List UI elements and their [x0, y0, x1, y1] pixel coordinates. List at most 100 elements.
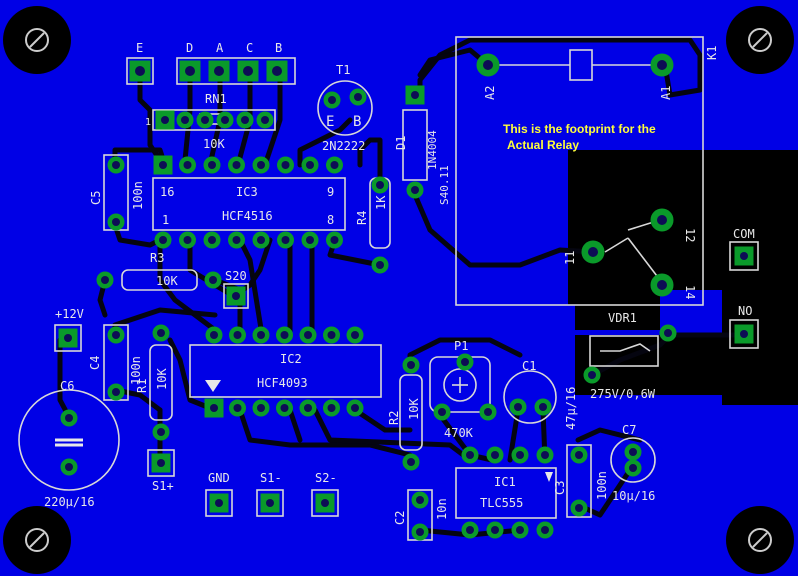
ic3-pin-top[interactable] [153, 155, 173, 175]
c5-pin[interactable] [107, 156, 125, 174]
ic3-pin-bottom[interactable] [277, 231, 294, 249]
p1-pin[interactable] [479, 403, 497, 421]
relay-pad-a2[interactable] [476, 53, 500, 77]
ic3-pin-bottom[interactable] [203, 231, 221, 249]
no-label: NO [738, 304, 752, 318]
p1-pin[interactable] [433, 403, 451, 421]
c5-pin[interactable] [107, 213, 125, 231]
ic2-pin-top[interactable] [205, 326, 223, 344]
no-pad[interactable] [734, 324, 754, 344]
c7-pin[interactable] [624, 443, 642, 461]
r3-pin[interactable] [204, 271, 222, 289]
c2-pin[interactable] [411, 523, 429, 541]
relay-pad-12[interactable] [650, 208, 674, 232]
ic2-pin-bottom[interactable] [252, 399, 270, 417]
ic3-pin-top[interactable] [252, 156, 270, 174]
relay-pad-14[interactable] [650, 273, 674, 297]
ic3-pin-bottom[interactable] [301, 231, 319, 249]
ic1-pin-bottom[interactable] [536, 521, 554, 539]
ic1-pin-top[interactable] [461, 446, 479, 464]
ic2-pin-bottom[interactable] [323, 399, 340, 417]
rn1-pin[interactable] [176, 111, 194, 129]
rn1-pin[interactable] [236, 111, 254, 129]
c7-pin[interactable] [624, 459, 642, 477]
ic1-pin-top[interactable] [511, 446, 529, 464]
r4-label: R4 [355, 211, 369, 225]
d1-pin[interactable] [406, 181, 424, 199]
ic2-pin-top[interactable] [229, 326, 246, 344]
c1-label: C1 [522, 359, 536, 373]
plus12v-pad[interactable] [58, 328, 78, 348]
ic1-pin-top[interactable] [486, 446, 504, 464]
s2minus-pad[interactable] [315, 493, 335, 513]
t1-pin[interactable] [349, 88, 367, 106]
ic2-pin-top[interactable] [276, 326, 293, 344]
ic1-pin-top[interactable] [536, 446, 554, 464]
c1-pin[interactable] [509, 398, 527, 416]
ic1-pin-bottom[interactable] [486, 521, 504, 539]
ic3-pin-bottom[interactable] [228, 231, 245, 249]
r3-label: R3 [150, 251, 164, 265]
r2-pin[interactable] [402, 453, 420, 471]
vdr1-pin[interactable] [583, 366, 601, 384]
rn1-pin[interactable] [216, 111, 234, 129]
c6-pin[interactable] [60, 409, 78, 427]
ic2-pin-bottom[interactable] [299, 399, 317, 417]
ic3-pin-bottom[interactable] [326, 231, 343, 249]
s20-pad[interactable] [226, 286, 246, 306]
c3-pin[interactable] [570, 446, 588, 464]
pad-d[interactable] [179, 60, 201, 82]
r3-pin[interactable] [96, 271, 114, 289]
ic3-pin-top[interactable] [326, 156, 343, 174]
rn1-pin[interactable] [256, 111, 274, 129]
r4-pin[interactable] [371, 256, 389, 274]
rn1-pin[interactable] [155, 110, 175, 130]
ic1-part: TLC555 [480, 496, 523, 510]
pad-e[interactable] [129, 60, 151, 82]
ic1-pin-bottom[interactable] [461, 521, 479, 539]
ic2-pin-bottom[interactable] [346, 399, 364, 417]
relay-footprint-outline [455, 36, 704, 306]
ic2-pin-top[interactable] [252, 326, 270, 344]
ic3-pin-bottom[interactable] [252, 231, 270, 249]
relay-pad-11[interactable] [581, 240, 605, 264]
r2-pin[interactable] [402, 356, 420, 374]
c6-pin[interactable] [60, 458, 78, 476]
r1-pin[interactable] [152, 423, 170, 441]
pad-b[interactable] [266, 60, 288, 82]
c4-pin[interactable] [107, 326, 125, 344]
ic3-pin-top[interactable] [179, 156, 196, 174]
ic2-pin-bottom[interactable] [229, 399, 246, 417]
c2-pin[interactable] [411, 491, 429, 509]
pad-a[interactable] [208, 60, 230, 82]
c4-pin[interactable] [107, 383, 125, 401]
gnd-pad[interactable] [209, 493, 229, 513]
r4-pin[interactable] [371, 176, 389, 194]
ic3-pin-bottom[interactable] [154, 231, 172, 249]
pad-c[interactable] [237, 60, 259, 82]
c3-pin[interactable] [570, 499, 588, 517]
ic2-pin-bottom[interactable] [204, 398, 224, 418]
ic1-pin-bottom[interactable] [511, 521, 529, 539]
s1plus-pad[interactable] [151, 453, 171, 473]
ic2-pin-bottom[interactable] [276, 399, 293, 417]
r1-pin[interactable] [152, 324, 170, 342]
ic3-pin-top[interactable] [203, 156, 221, 174]
ic2-pin-top[interactable] [346, 326, 364, 344]
com-pad[interactable] [734, 246, 754, 266]
rn1-pin[interactable] [196, 111, 214, 129]
s1minus-pad[interactable] [260, 493, 280, 513]
ic2-pin-top[interactable] [299, 326, 317, 344]
c3-value: 100n [595, 471, 609, 500]
ic3-pin-top[interactable] [277, 156, 294, 174]
ic3-pin-top[interactable] [228, 156, 245, 174]
d1-pin[interactable] [405, 85, 425, 105]
ic3-pin-top[interactable] [301, 156, 319, 174]
p1-pin[interactable] [456, 353, 474, 371]
c1-pin[interactable] [534, 398, 552, 416]
relay-pad-a1[interactable] [650, 53, 674, 77]
ic2-pin-top[interactable] [323, 326, 340, 344]
t1-pin[interactable] [323, 91, 341, 109]
ic3-pin-bottom[interactable] [179, 231, 196, 249]
vdr1-pin[interactable] [659, 324, 677, 342]
